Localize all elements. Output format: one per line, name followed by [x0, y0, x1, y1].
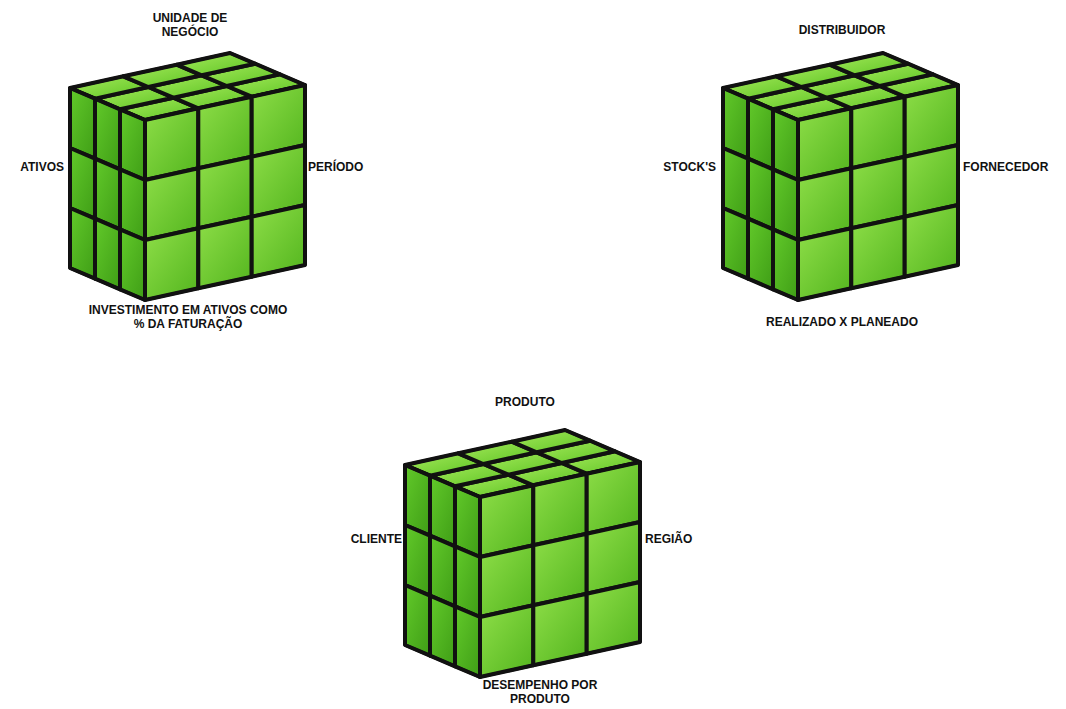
dimension-label: UNIDADE DE NEGÓCIO	[140, 12, 240, 40]
dimension-label: PRODUTO	[495, 396, 555, 410]
cube-sticker	[405, 465, 480, 677]
dimension-label: INVESTIMENTO EM ATIVOS COMO % DA FATURAÇ…	[83, 304, 293, 332]
dimension-label: DISTRIBUIDOR	[799, 24, 886, 38]
cube-sticker	[798, 85, 958, 300]
dimension-label: CLIENTE	[351, 533, 402, 547]
dimension-label: DESEMPENHO POR PRODUTO	[470, 679, 610, 707]
dimension-label: PERÍODO	[308, 161, 363, 175]
dimension-label: REGIÃO	[645, 533, 692, 547]
dimension-label: ATIVOS	[20, 161, 64, 175]
dimension-label: STOCK'S	[663, 161, 716, 175]
dimension-label: FORNECEDOR	[963, 161, 1048, 175]
cube-sticker	[70, 88, 145, 300]
cube-sticker	[145, 85, 305, 300]
cube-sticker	[480, 462, 640, 677]
dimension-label: REALIZADO X PLANEADO	[766, 316, 918, 330]
cube-sticker	[723, 88, 798, 300]
